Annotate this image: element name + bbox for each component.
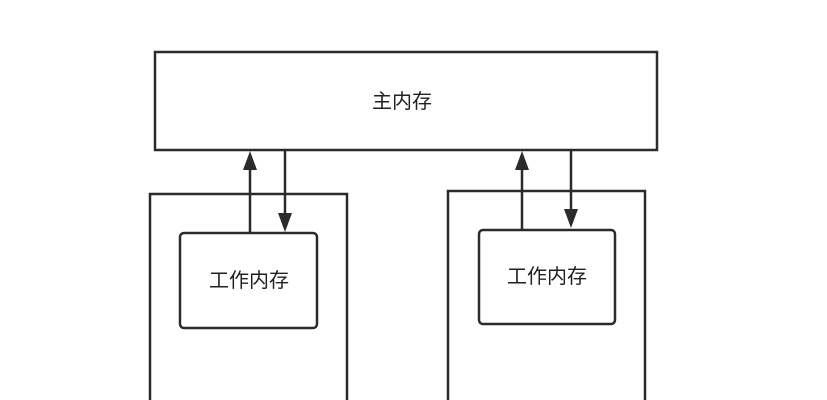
thread-a-working-memory-box xyxy=(178,231,319,330)
thread-a-working-memory-label: 工作内存 xyxy=(209,268,289,292)
thread-b-up-arrow xyxy=(515,151,529,230)
main-memory: 主内存 xyxy=(153,50,659,152)
thread-b-down-arrow xyxy=(564,151,578,228)
thread-a-up-arrow xyxy=(243,151,257,233)
main-memory-box xyxy=(153,50,659,152)
main-memory-label: 主内存 xyxy=(372,89,432,113)
thread-b: 工作内存 xyxy=(446,189,647,400)
thread-b-working-memory-label: 工作内存 xyxy=(507,264,587,288)
thread-a: 工作内存 xyxy=(148,192,349,400)
thread-b-working-memory-box xyxy=(477,228,617,326)
thread-a-down-arrow xyxy=(278,151,292,232)
